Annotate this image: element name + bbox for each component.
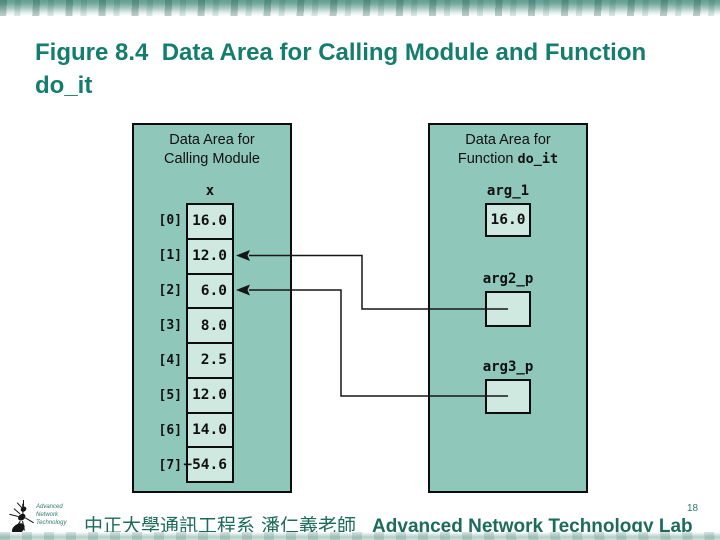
arg2p-label: arg2_p	[482, 271, 534, 287]
arg2p-box	[485, 291, 531, 327]
ant-logo: Advanced Network Technology	[3, 500, 81, 538]
footer: 中正大學通訊工程系 潘仁義老師 Advanced Network Technol…	[84, 511, 693, 538]
arg3p-label: arg3_p	[482, 359, 534, 375]
array-cell: 12.0	[188, 237, 232, 273]
box-title-line: Calling Module	[164, 151, 260, 167]
page-number: 18	[687, 503, 699, 514]
function-box-title: Data Area for Function do_it	[430, 131, 586, 169]
array-cell: 2.5	[188, 342, 232, 377]
arg1-label: arg_1	[486, 183, 530, 199]
logo-text-line: Network	[36, 512, 59, 518]
array-cell: 12.0	[188, 376, 232, 412]
array-cell-column: 16.0 12.0 6.0 8.0 2.5 12.0 14.0 −54.6	[183, 203, 234, 483]
array-index-label: [6]	[158, 423, 182, 438]
logo-text: Advanced Network Technology	[36, 503, 66, 527]
array-cell: 16.0	[192, 213, 227, 230]
array-index-label: [4]	[158, 353, 182, 368]
footer-band	[0, 532, 720, 540]
box-title-line: Data Area for	[169, 132, 255, 148]
logo-text-line: Technology	[36, 520, 67, 526]
calling-module-box-title: Data Area for Calling Module	[134, 131, 290, 169]
array-cell: −54.6	[183, 446, 232, 481]
array-index-column: [0] [1] [2] [3] [4] [5] [6] [7]	[148, 203, 182, 483]
array-cell: 14.0	[188, 411, 232, 447]
array-name-label: x	[205, 183, 215, 199]
array-index-label: [1]	[158, 248, 182, 263]
ant-icon	[9, 500, 34, 535]
function-do-it-box: Data Area for Function do_it arg_1 16.0 …	[428, 123, 588, 493]
affiliation-text: 中正大學通訊工程系 潘仁義老師	[84, 515, 357, 537]
array-index-label: [7]	[158, 458, 182, 473]
header-band	[0, 0, 720, 16]
lab-name-text: Advanced Network Technology Lab	[372, 516, 693, 537]
box-title-line: Data Area for	[465, 132, 551, 148]
page-title: Figure 8.4 Data Area for Calling Module …	[35, 39, 653, 99]
function-name-code: do_it	[517, 151, 559, 167]
box-title-word: Function	[457, 151, 514, 167]
array-index-label: [0]	[158, 213, 182, 228]
array-index-label: [5]	[158, 388, 182, 403]
array-index-label: [3]	[158, 318, 182, 333]
arg1-box: 16.0	[485, 203, 531, 237]
array-cell: 8.0	[188, 307, 232, 342]
logo-text-line: Advanced	[36, 504, 63, 510]
array-cell: 6.0	[188, 272, 232, 308]
box-title-line: Function do_it	[430, 150, 586, 169]
arg3p-box	[485, 379, 531, 414]
array-index-label: [2]	[158, 283, 182, 298]
calling-module-box: Data Area for Calling Module x [0] [1] […	[132, 123, 292, 493]
